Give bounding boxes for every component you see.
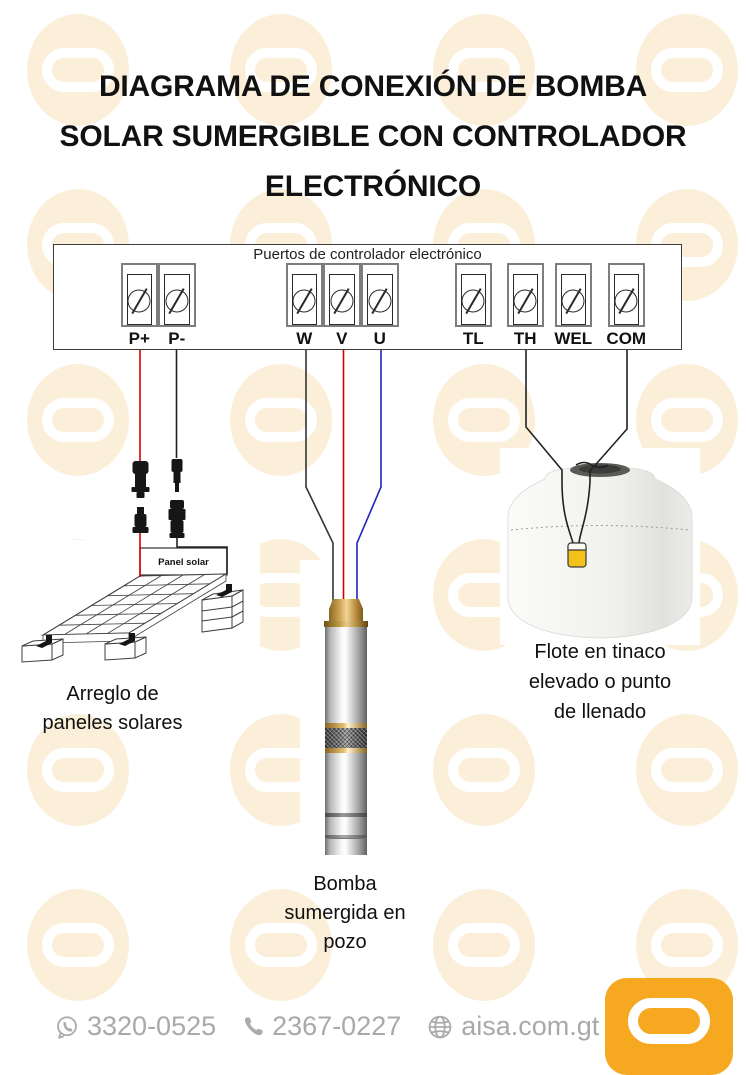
screw-icon — [165, 289, 189, 313]
terminal-label: P- — [168, 329, 186, 348]
footer-contact-bar: 3320-0525 2367-0227 aisa.com.gt — [55, 1011, 599, 1042]
terminal-P+: P+ — [120, 263, 158, 348]
terminal-label: V — [336, 329, 348, 348]
mc4-male-icon — [132, 507, 149, 533]
screw-icon — [513, 289, 537, 313]
website-url: aisa.com.gt — [461, 1011, 600, 1041]
wire-w — [305, 350, 334, 602]
terminal-P-: P- — [158, 263, 196, 348]
watermark-logo — [636, 714, 738, 826]
terminal-label: TH — [513, 329, 537, 348]
terminal-COM: COM — [606, 263, 646, 348]
page-title: DIAGRAMA DE CONEXIÓN DE BOMBA SOLAR SUME… — [28, 62, 718, 212]
watermark-ring-icon — [42, 398, 114, 442]
watermark-ring-icon — [245, 48, 317, 92]
solar-array-caption: Arreglo de paneles solares — [42, 683, 183, 734]
wire-u — [356, 350, 382, 602]
watermark-ring-icon — [651, 923, 723, 967]
globe-icon — [428, 1015, 452, 1038]
watermark-logo — [230, 364, 332, 476]
watermark-logo — [230, 889, 332, 1001]
watermark-logo — [27, 364, 129, 476]
watermark-ring-icon — [651, 48, 723, 92]
terminal-label: P+ — [128, 329, 150, 348]
watermark-ring-icon — [245, 398, 317, 442]
watermark-logo — [433, 14, 535, 126]
watermark-logo — [636, 14, 738, 126]
screw-icon — [461, 289, 485, 313]
watermark-ring-icon — [651, 748, 723, 792]
terminal-U: U — [361, 263, 399, 348]
whatsapp-icon — [57, 1015, 77, 1039]
website-contact: aisa.com.gt — [427, 1011, 599, 1042]
controller-box: Puertos de controlador electrónico P+ P- W… — [53, 244, 682, 350]
wire-p-minus — [175, 350, 228, 574]
terminal-TL: TL — [454, 263, 492, 348]
mc4-male-icon — [171, 459, 183, 492]
title-line-2: SOLAR SUMERGIBLE CON CONTROLADOR — [59, 120, 687, 153]
watermark-logo — [230, 14, 332, 126]
title-line-1: DIAGRAMA DE CONEXIÓN DE BOMBA — [98, 70, 648, 103]
terminal-label: U — [373, 329, 386, 348]
terminal-label: WEL — [554, 329, 593, 348]
terminal-W: W — [285, 263, 323, 348]
phone-icon — [245, 1016, 263, 1035]
watermark-logo — [433, 364, 535, 476]
watermark-logo — [27, 14, 129, 126]
pump-motor-end — [325, 838, 367, 855]
watermark-logo — [433, 889, 535, 1001]
whatsapp-contact: 3320-0525 — [55, 1011, 216, 1042]
float-switch — [567, 542, 587, 568]
controller-box-label: Puertos de controlador electrónico — [253, 246, 482, 263]
terminal-label: TL — [462, 329, 484, 348]
watermark-logo — [27, 714, 129, 826]
panel-label: Panel solar — [158, 557, 209, 568]
pump-body — [325, 627, 367, 723]
screw-icon — [368, 289, 392, 313]
wire-com — [578, 350, 628, 544]
pump-intake-mesh — [325, 728, 367, 748]
mc4-connectors — [131, 459, 186, 538]
water-tank-drawing — [507, 461, 693, 639]
watermark-logo — [27, 889, 129, 1001]
watermark-ring-icon — [448, 748, 520, 792]
phone-number: 2367-0227 — [272, 1011, 402, 1041]
watermark-ring-icon — [42, 748, 114, 792]
wire-th — [525, 350, 574, 544]
phone-contact: 2367-0227 — [242, 1011, 401, 1042]
panel-clamp-icons — [36, 584, 232, 648]
pump-caption: Bomba sumergida en pozo — [284, 873, 406, 953]
logo-ring-icon — [628, 997, 710, 1044]
screw-icon — [330, 289, 354, 313]
whatsapp-number: 3320-0525 — [87, 1011, 217, 1041]
watermark-ring-icon — [448, 923, 520, 967]
screw-icon — [127, 289, 151, 313]
company-logo — [605, 978, 733, 1075]
screw-icon — [561, 289, 585, 313]
watermark-ring-icon — [651, 398, 723, 442]
terminal-label: COM — [606, 329, 647, 348]
mc4-female-icon — [168, 500, 186, 538]
watermark-logo — [433, 714, 535, 826]
solar-panel-drawing: Panel solar — [21, 547, 244, 663]
screw-icon — [614, 289, 638, 313]
tank-float-caption: Flote en tinaco elevado o punto de llena… — [528, 641, 672, 723]
title-line-3: ELECTRÓNICO — [264, 170, 482, 203]
terminal-TH: TH — [506, 263, 544, 348]
terminal-WEL: WEL — [554, 263, 592, 348]
mc4-female-icon — [131, 461, 150, 498]
pump-brass-cap — [329, 599, 363, 621]
watermark-ring-icon — [448, 48, 520, 92]
screw-icon — [292, 289, 316, 313]
watermark-ring-icon — [42, 48, 114, 92]
watermark-ring-icon — [245, 923, 317, 967]
wires — [139, 350, 628, 602]
terminal-V: V — [323, 263, 361, 348]
watermark-ring-icon — [42, 923, 114, 967]
watermark-ring-icon — [448, 398, 520, 442]
submersible-pump-drawing — [324, 599, 368, 855]
terminal-label: W — [296, 329, 313, 348]
